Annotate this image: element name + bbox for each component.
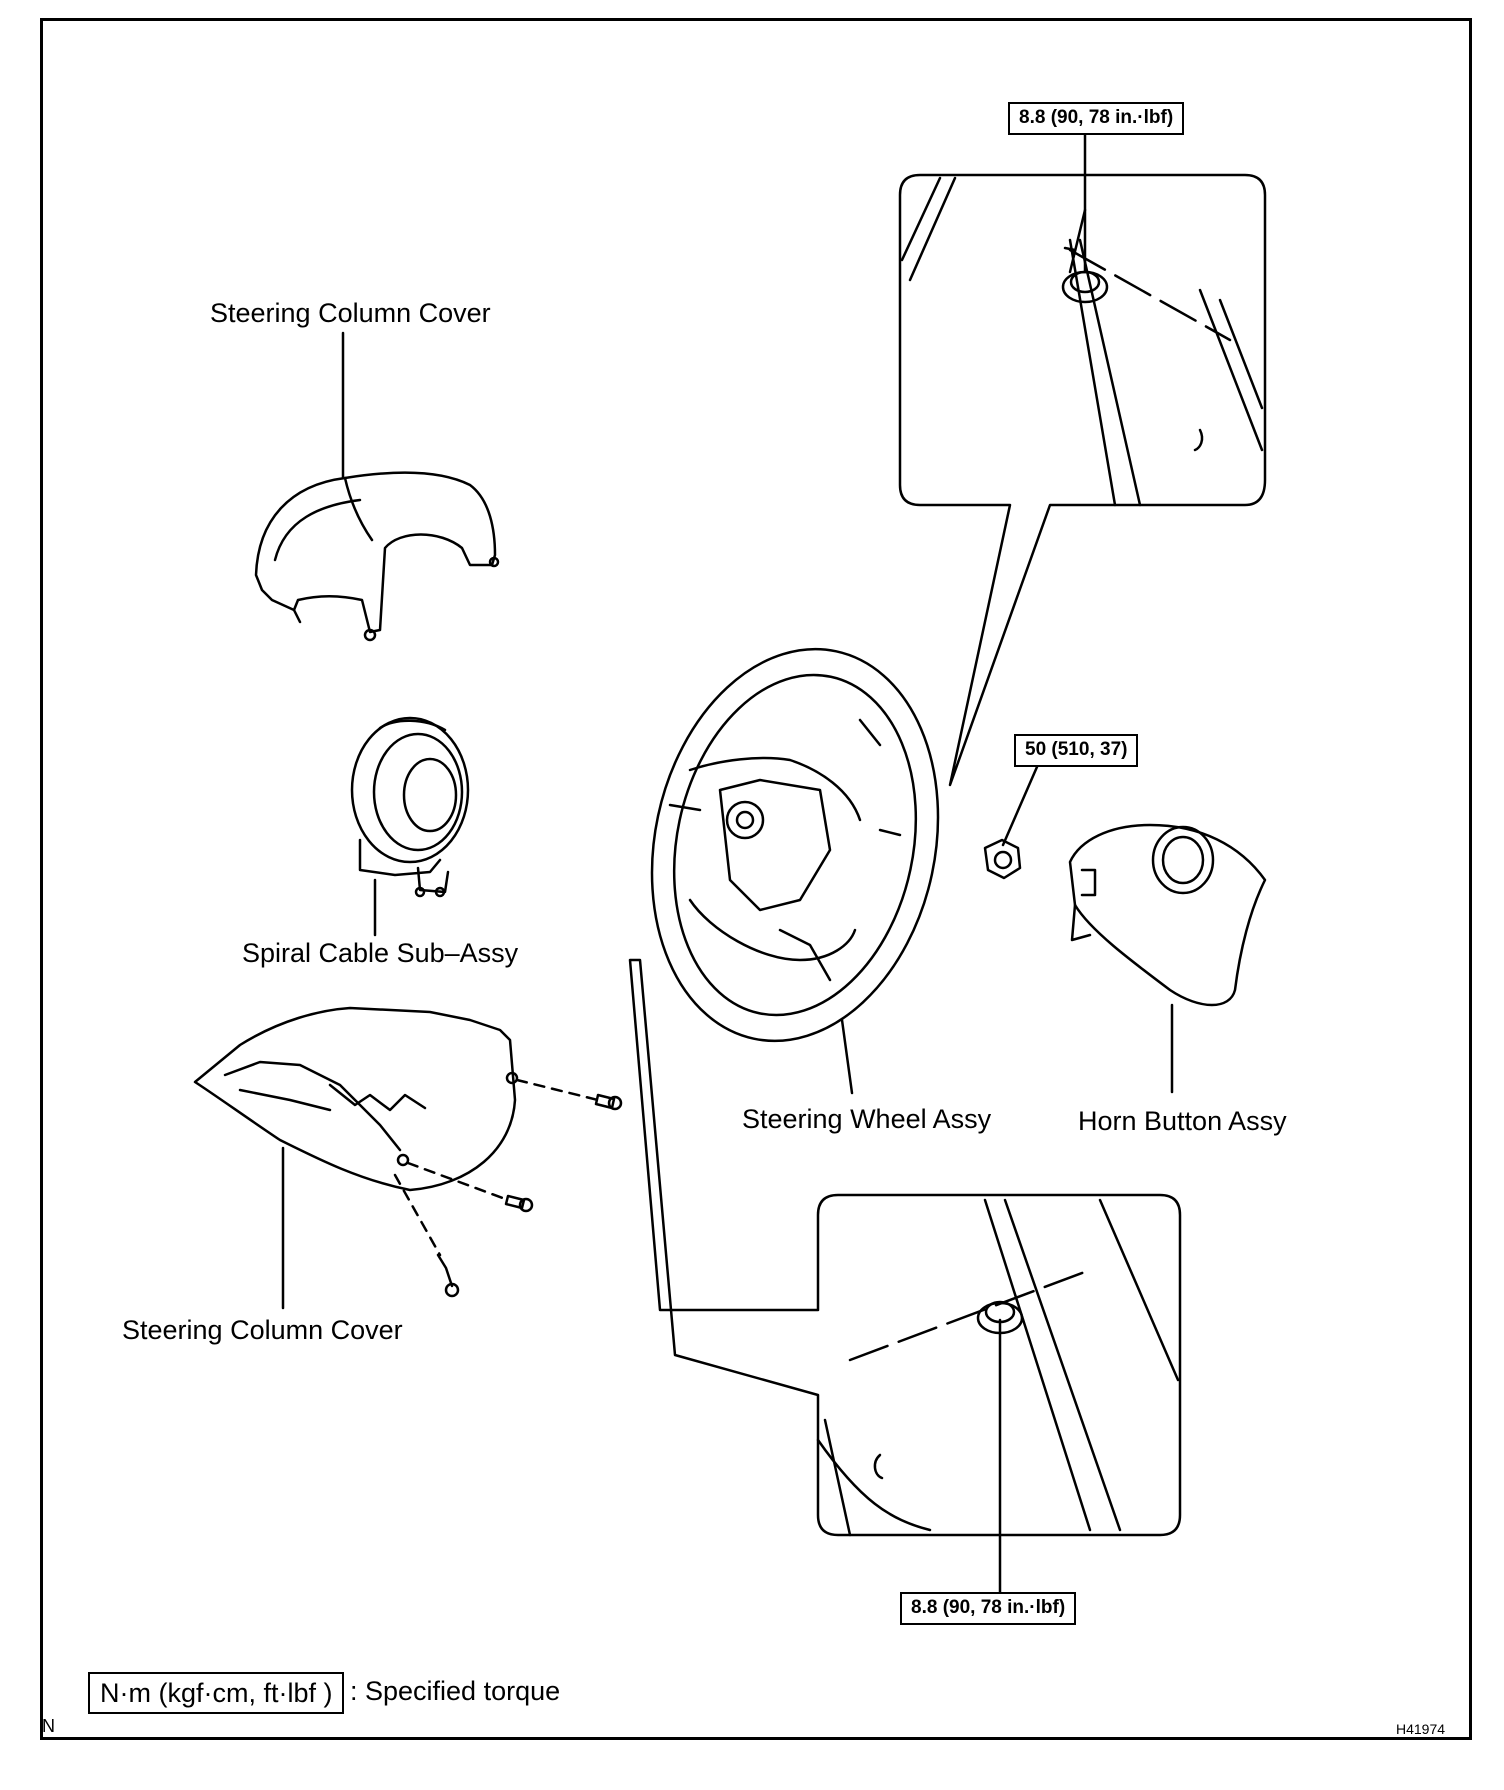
diagram-frame xyxy=(40,18,1472,1740)
label-steering-wheel: Steering Wheel Assy xyxy=(742,1104,992,1134)
torque-box-nut: 50 (510, 37) xyxy=(1014,734,1139,767)
top-detail-callout xyxy=(898,173,1267,787)
label-lower-column-cover: Steering Column Cover xyxy=(122,1315,403,1345)
figure-id: H41974 xyxy=(1396,1721,1446,1737)
screws xyxy=(393,1078,623,1298)
upper-column-cover-drawing xyxy=(254,471,500,642)
steering-wheel-leader xyxy=(840,1018,854,1095)
label-horn-button: Horn Button Assy xyxy=(1078,1106,1287,1136)
bottom-detail-callout xyxy=(628,958,1182,1537)
label-spiral-cable: Spiral Cable Sub–Assy xyxy=(242,938,519,968)
torque-box-bottom: 8.8 (90, 78 in.·lbf) xyxy=(900,1592,1077,1625)
nut-leader xyxy=(1001,758,1042,847)
spiral-cable-drawing xyxy=(350,716,470,898)
horn-button-drawing xyxy=(1068,823,1267,1007)
torque-box-top: 8.8 (90, 78 in.·lbf) xyxy=(1008,102,1185,135)
label-upper-column-cover: Steering Column Cover xyxy=(210,298,491,328)
corner-code: N xyxy=(42,1716,55,1736)
legend-description: : Specified torque xyxy=(350,1676,561,1706)
steering-wheel-drawing xyxy=(650,647,940,1043)
lower-column-cover-drawing xyxy=(193,1006,519,1192)
steering-wheel-nut xyxy=(983,838,1022,880)
legend-torque-unit-box: N·m (kgf·cm, ft·lbf ) xyxy=(88,1672,345,1715)
